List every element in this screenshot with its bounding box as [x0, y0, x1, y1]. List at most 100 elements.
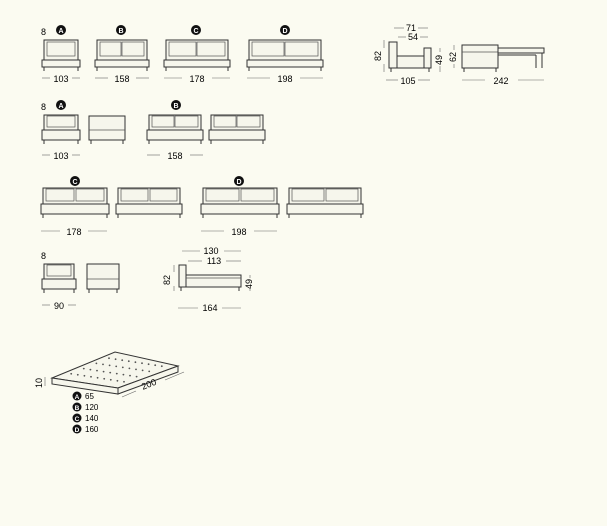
row1-badge-d: D	[280, 25, 290, 35]
chaise-top1: 130	[203, 246, 218, 256]
row1-badge-a: A	[56, 25, 66, 35]
tuft-dot	[135, 368, 137, 371]
mattress-option-c-value: 140	[85, 414, 99, 423]
chaise-height: 82	[162, 275, 172, 285]
row3-width-c: 178	[66, 227, 81, 237]
mattress-option-d: D 160	[72, 424, 99, 434]
side-depth: 105	[400, 76, 415, 86]
row2-dims: 103 158	[42, 151, 203, 161]
row2-sofa-b-back	[208, 114, 266, 144]
tuft-dot	[114, 358, 117, 361]
row1-badge-d-letter: D	[282, 28, 287, 35]
row2-badge-a-letter: A	[58, 103, 63, 110]
row1-sofa-c	[163, 39, 231, 71]
tuft-dot	[102, 370, 105, 373]
row2-armchair-a-front	[41, 114, 81, 144]
mattress-option-b-value: 120	[85, 403, 99, 412]
row3-badge-d-letter: D	[236, 179, 241, 186]
row1-sofa-b	[94, 39, 150, 71]
mattress-option-b: B 120	[72, 402, 99, 412]
row2-count-label: 8	[41, 102, 46, 112]
tuft-dot	[90, 375, 92, 378]
mattress-option-c-letter: C	[75, 416, 80, 423]
chaise-top2: 113	[207, 256, 221, 266]
tuft-dot	[141, 362, 143, 365]
bed-view: 62 242	[448, 44, 545, 86]
row3-sofa-c-front	[40, 187, 110, 218]
row1-width-d: 198	[277, 74, 292, 84]
mattress-option-b-letter: B	[75, 405, 80, 412]
tuft-dot	[123, 380, 125, 383]
row1-width-a: 103	[53, 74, 68, 84]
row1-badge-c: C	[191, 25, 201, 35]
tuft-dot	[116, 379, 119, 382]
tuft-dot	[82, 367, 85, 370]
row1-width-b: 158	[114, 74, 129, 84]
bed-height: 62	[448, 52, 458, 62]
row4-chair-dim: 90	[42, 301, 76, 311]
tuft-dot	[115, 365, 118, 368]
mattress-option-a-value: 65	[85, 392, 94, 401]
tuft-dot	[129, 374, 131, 377]
row3-sofa-c-back	[115, 187, 183, 218]
mattress-option-c: C 140	[72, 413, 99, 423]
row3-badge-c-letter: C	[72, 179, 77, 186]
tuft-dot	[103, 377, 106, 380]
tuft-dot	[115, 372, 118, 375]
row3-sofa-d-front	[200, 187, 280, 218]
row2-badge-b: B	[171, 100, 181, 110]
tuft-dot	[127, 360, 130, 363]
mattress-options: A 65 B 120 C 140 D 160	[72, 391, 99, 434]
row3-sofa-d-back	[286, 187, 364, 218]
row4-chair-front	[41, 263, 77, 293]
row1-badge-c-letter: C	[193, 28, 198, 35]
mattress-option-d-value: 160	[85, 425, 99, 434]
row1-count-label: 8	[41, 27, 46, 37]
tuft-dot	[147, 363, 150, 366]
tuft-dot	[102, 363, 104, 366]
row1-sofa-d	[246, 39, 324, 71]
tuft-dot	[70, 372, 73, 375]
tuft-dot	[160, 365, 163, 368]
row2-width-a: 103	[53, 151, 68, 161]
row4-count-label: 8	[41, 251, 46, 261]
row2-badge-b-letter: B	[173, 103, 178, 110]
tuft-dot	[95, 362, 98, 365]
tuft-dot	[108, 364, 111, 367]
tuft-dot	[141, 369, 144, 372]
side-seat-height: 49	[434, 55, 444, 65]
row1-sofa-a	[41, 39, 81, 71]
tuft-dot	[96, 376, 99, 379]
bed-length: 242	[493, 76, 508, 86]
mattress-tufting	[70, 357, 163, 383]
tuft-dot	[89, 368, 92, 371]
tuft-dot	[134, 361, 137, 364]
chaise-length: 164	[202, 303, 217, 313]
tuft-dot	[83, 374, 86, 377]
side-top2: 54	[408, 32, 418, 42]
row2-badge-a: A	[56, 100, 66, 110]
mattress-thickness: 10	[34, 378, 44, 388]
row1-badge-b-letter: B	[118, 28, 123, 35]
row1-badge-a-letter: A	[58, 28, 63, 35]
row2-sofa-b-front	[146, 114, 204, 144]
mattress-option-a: A 65	[72, 391, 94, 401]
row1-width-c: 178	[189, 74, 204, 84]
row3-dims: 178 198	[41, 227, 277, 237]
row1-badge-b: B	[116, 25, 126, 35]
tuft-dot	[148, 370, 151, 373]
row2-width-b: 158	[167, 151, 182, 161]
tuft-dot	[76, 373, 79, 376]
chaise-seat-height: 49	[244, 279, 254, 289]
mattress-option-a-letter: A	[75, 394, 80, 401]
tuft-dot	[154, 364, 157, 367]
row1-dims: 103 158 178 198	[42, 74, 323, 84]
row4-width: 90	[54, 301, 64, 311]
tuft-dot	[121, 359, 124, 362]
tuft-dot	[128, 367, 131, 370]
row2-armchair-a-back	[88, 115, 126, 144]
chaise-side-view: 130 113 82 49 164	[162, 246, 254, 313]
tuft-dot	[108, 357, 110, 360]
